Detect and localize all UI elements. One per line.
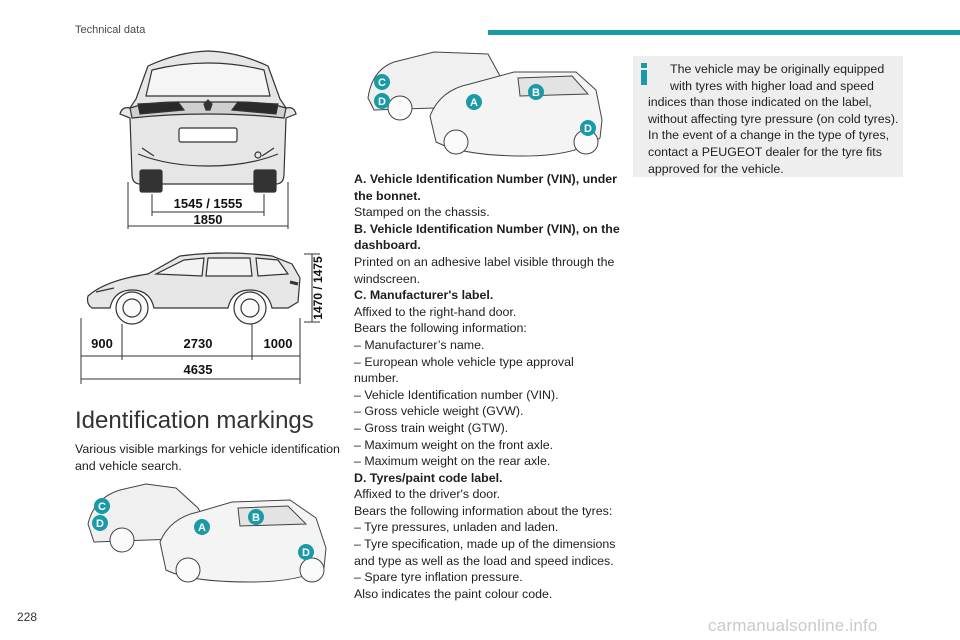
description-line: – Maximum weight on the rear axle. (354, 454, 551, 469)
description-line: number. (354, 371, 399, 386)
identification-description: A. Vehicle Identification Number (VIN), … (354, 171, 624, 602)
description-line: windscreen. (354, 271, 421, 286)
info-line: approved for the vehicle. (648, 161, 784, 176)
intro-paragraph: Various visible markings for vehicle ide… (75, 442, 340, 473)
description-line: and type as well as the load and speed i… (354, 553, 614, 568)
section-title: Technical data (75, 24, 146, 36)
front-overhang-label: 900 (91, 336, 113, 351)
marker-badge-d: D (374, 93, 390, 109)
marker-badge-a: A (194, 519, 210, 535)
marker-badge-d-front: D (298, 544, 314, 560)
info-line: contact a PEUGEOT dealer for the tyre fi… (648, 144, 882, 159)
wheelbase-label: 2730 (184, 336, 213, 351)
description-line: – Gross vehicle weight (GVW). (354, 404, 524, 419)
svg-text:A: A (198, 522, 206, 534)
description-line: – Manufacturer’s name. (354, 337, 485, 352)
header-accent-bar (488, 30, 960, 35)
description-line: – Maximum weight on the front axle. (354, 437, 554, 452)
description-line: A. Vehicle Identification Number (VIN), … (354, 172, 617, 186)
car-side-illustration (86, 252, 301, 325)
width-dimension-label: 1850 (194, 212, 223, 227)
description-line: – Tyre pressures, unladen and laden. (354, 520, 559, 535)
description-line: Affixed to the right-hand door. (354, 304, 517, 319)
description-line: – Vehicle Identification number (VIN). (354, 387, 559, 402)
rear-dimension-lines (127, 182, 289, 229)
side-view-figure: 1470 / 1475 900 2730 1000 4635 (80, 252, 325, 384)
svg-text:A: A (470, 97, 478, 109)
info-line: indices than those indicated on the labe… (648, 95, 872, 110)
rear-overhang-label: 1000 (264, 336, 293, 351)
section-heading: Identification markings (75, 407, 314, 434)
side-dimension-lines (80, 253, 320, 384)
rear-view-figure: 1545 / 1555 1850 (119, 50, 297, 229)
description-line: Also indicates the paint colour code. (354, 586, 553, 601)
svg-text:D: D (96, 518, 104, 530)
page-number: 228 (17, 610, 38, 624)
track-dimension-label: 1545 / 1555 (174, 196, 243, 211)
info-icon (641, 63, 647, 85)
marking-figure-right: C D A B D (367, 51, 603, 157)
marker-badge-a: A (466, 94, 482, 110)
marker-badge-b: B (528, 84, 544, 100)
description-line: the bonnet. (354, 188, 421, 203)
info-text: The vehicle may be originally equipped w… (648, 61, 903, 177)
description-line: D. Tyres/paint code label. (354, 470, 503, 485)
watermark: carmanualsonline.info (708, 616, 878, 635)
info-box: The vehicle may be originally equipped w… (633, 56, 903, 177)
marker-badge-d-front: D (580, 120, 596, 136)
description-line: dashboard. (354, 238, 421, 253)
marker-badge-d: D (92, 515, 108, 531)
svg-text:C: C (378, 77, 386, 89)
marker-badge-c: C (94, 498, 110, 514)
description-line: Bears the following information about th… (354, 503, 613, 518)
svg-text:D: D (584, 123, 592, 135)
description-line: Affixed to the driver's door. (354, 487, 501, 502)
description-line: Stamped on the chassis. (354, 205, 490, 220)
svg-text:B: B (252, 512, 260, 524)
description-line: C. Manufacturer's label. (354, 288, 494, 303)
marker-badge-c: C (374, 74, 390, 90)
info-line: In the event of a change in the type of … (648, 128, 890, 143)
description-line: – European whole vehicle type approval (354, 354, 574, 369)
height-dimension-label: 1470 / 1475 (311, 256, 325, 320)
info-line: The vehicle may be originally equipped (670, 62, 885, 76)
marker-badge-b: B (248, 509, 264, 525)
info-line: without affecting tyre pressure (on cold… (648, 111, 899, 126)
info-line: with tyres with higher load and speed (670, 78, 874, 93)
description-line: – Spare tyre inflation pressure. (354, 570, 523, 585)
length-label: 4635 (184, 362, 213, 377)
svg-text:D: D (302, 547, 310, 559)
description-line: – Tyre specification, made up of the dim… (354, 537, 616, 552)
svg-text:B: B (532, 87, 540, 99)
description-line: Bears the following information: (354, 321, 527, 336)
svg-text:C: C (98, 501, 106, 513)
description-line: – Gross train weight (GTW). (354, 420, 509, 435)
description-line: B. Vehicle Identification Number (VIN), … (354, 221, 620, 236)
car-rear-illustration (119, 50, 297, 193)
marking-figure-left: C D A B D (87, 483, 327, 583)
description-line: Printed on an adhesive label visible thr… (354, 254, 615, 269)
svg-text:D: D (378, 96, 386, 108)
